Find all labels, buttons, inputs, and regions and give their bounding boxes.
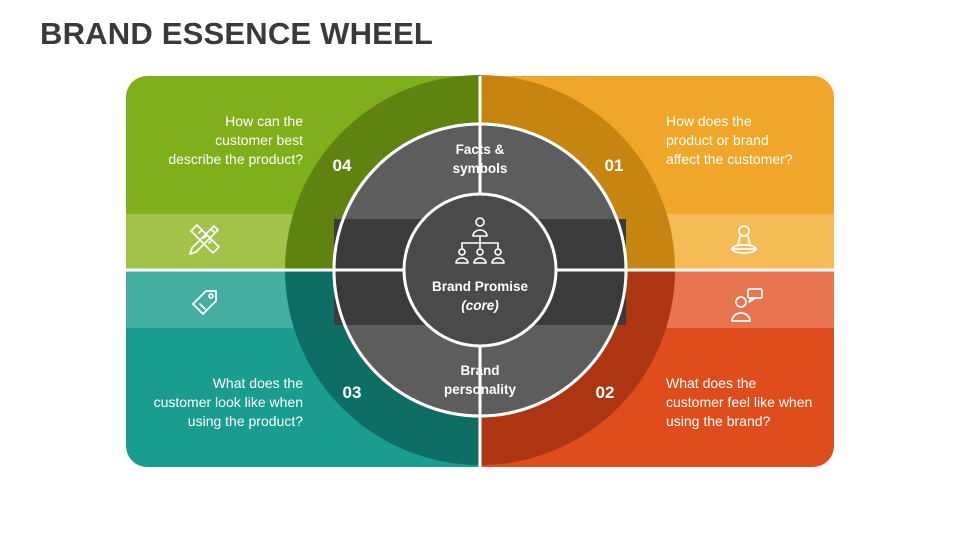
quadrant-03-number: 03 — [342, 383, 362, 402]
pencil-ruler-icon — [189, 224, 220, 255]
q02-line-1: What does the — [666, 375, 757, 391]
q04-line-1: How can the — [225, 113, 303, 129]
quadrant-01-question: How does the product or brand affect the… — [666, 112, 856, 169]
quadrant-01-number: 01 — [604, 156, 624, 175]
person-speech-bubble-icon — [731, 288, 763, 322]
quadrant-04-question: How can the customer best describe the p… — [113, 112, 303, 169]
quadrant-03-question: What does the customer look like when us… — [113, 374, 303, 431]
q02-line-2: customer feel like when — [666, 394, 813, 410]
core-label-sub: (core) — [461, 298, 499, 313]
core-circle — [402, 192, 558, 348]
org-hierarchy-icon — [455, 217, 505, 264]
quadrant-04-number: 04 — [332, 156, 352, 175]
slide-title: BRAND ESSENCE WHEEL — [40, 16, 434, 51]
quadrant-02-question: What does the customer feel like when us… — [666, 374, 856, 431]
q01-line-2: product or brand — [666, 132, 769, 148]
core-label: Brand Promise (core) — [410, 277, 550, 315]
wheel-top-line-2: symbols — [452, 161, 508, 176]
q04-line-2: customer best — [215, 132, 303, 148]
wheel-bottom-line-1: Brand — [460, 363, 500, 378]
q04-line-3: describe the product? — [168, 151, 303, 167]
wheel-top-line-1: Facts & — [455, 142, 505, 157]
price-tag-icon — [192, 290, 217, 315]
q02-line-3: using the brand? — [666, 413, 771, 429]
q03-line-3: using the product? — [187, 413, 303, 429]
q03-line-1: What does the — [212, 375, 303, 391]
wheel-top-label: Facts & symbols — [410, 140, 550, 178]
wheel-bottom-label: Brand personality — [410, 361, 550, 399]
trophy-award-icon — [731, 225, 757, 254]
q03-line-2: customer look like when — [153, 394, 303, 410]
wheel-bottom-line-2: personality — [443, 382, 517, 397]
q01-line-1: How does the — [666, 113, 752, 129]
q01-line-3: affect the customer? — [666, 151, 793, 167]
quadrant-02-number: 02 — [595, 383, 615, 402]
core-label-title: Brand Promise — [431, 279, 529, 294]
